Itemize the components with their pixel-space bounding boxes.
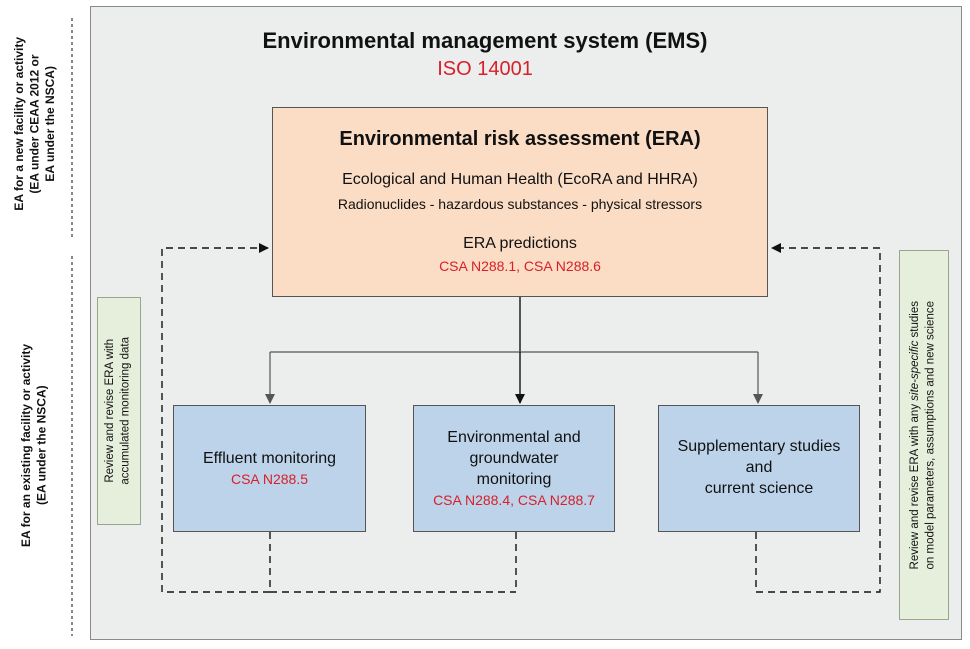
supplementary-title-line3: current science [704, 479, 814, 497]
era-health-line: Ecological and Human Health (EcoRA and H… [342, 171, 698, 188]
effluent-standard: CSA N288.5 [230, 470, 309, 487]
environmental-title-line3: monitoring [476, 470, 552, 488]
review-site-specific-note: Review and revise ERA with any site-spec… [899, 250, 949, 620]
supplementary-title-line2: and [745, 459, 773, 477]
environmental-title-line1: Environmental and [447, 429, 581, 447]
review-site-specific-line2: on model parameters, assumptions and new… [925, 300, 937, 570]
supplementary-title-line1: Supplementary studies [677, 438, 841, 456]
review-site-specific-prefix: Review and revise ERA with any [909, 400, 922, 570]
ems-standard: ISO 14001 [437, 58, 533, 80]
era-stressors-line: Radionuclides - hazardous substances - p… [337, 196, 703, 212]
ems-title: Environmental management system (EMS) [262, 28, 708, 53]
supplementary-studies-box: Supplementary studies and current scienc… [658, 405, 860, 532]
feedback-loop-left [161, 243, 271, 593]
effluent-monitoring-box: Effluent monitoring CSA N288.5 [173, 405, 366, 532]
review-site-specific-line1: Review and revise ERA with any site-spec… [908, 301, 924, 569]
era-predictions-label: ERA predictions [463, 235, 577, 252]
environmental-monitoring-box: Environmental and groundwater monitoring… [413, 405, 615, 532]
era-title: Environmental risk assessment (ERA) [339, 128, 701, 150]
review-accumulated-line1: Review and revise ERA with [104, 339, 117, 483]
environmental-standard: CSA N288.4, CSA N288.7 [433, 491, 595, 508]
effluent-title: Effluent monitoring [202, 450, 337, 467]
era-box: Environmental risk assessment (ERA) Ecol… [272, 107, 768, 297]
review-accumulated-line2: accumulated monitoring data [120, 337, 132, 485]
environmental-title-line2: groundwater [469, 450, 559, 467]
review-site-specific-suffix: studies [909, 300, 922, 341]
review-site-specific-italic: site-specific [909, 340, 922, 401]
review-accumulated-note: Review and revise ERA with accumulated m… [97, 297, 141, 525]
feedback-loop-right [755, 243, 881, 593]
era-standards: CSA N288.1, CSA N288.6 [439, 258, 601, 274]
